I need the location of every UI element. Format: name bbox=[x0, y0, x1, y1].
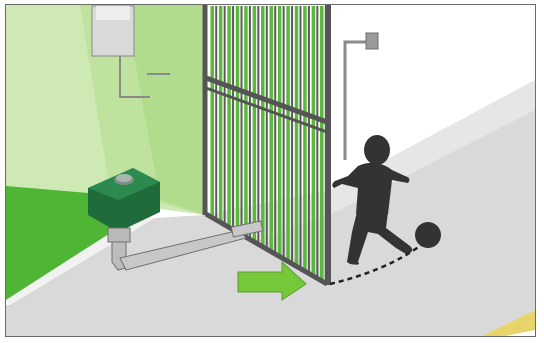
ball-icon bbox=[415, 222, 441, 248]
